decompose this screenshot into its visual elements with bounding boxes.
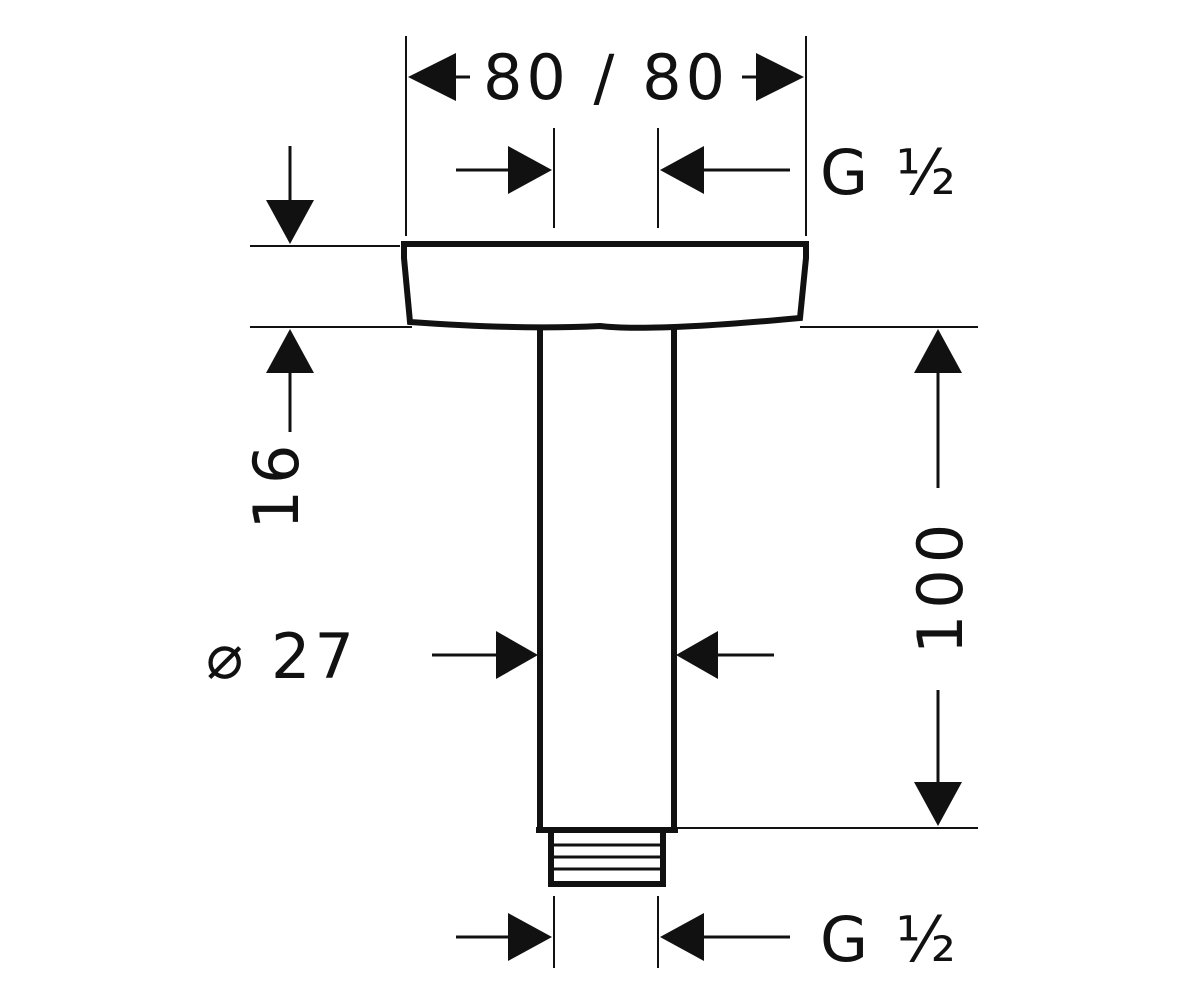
- arrow-right-icon: [496, 631, 538, 679]
- dimension-label-bottom-thread: G ½: [820, 903, 960, 976]
- dimension-label-pipe-length: 100: [904, 518, 977, 654]
- dimension-label-rose-height: 16: [240, 439, 313, 530]
- arrow-right-icon: [508, 913, 552, 961]
- arrow-left-icon: [408, 53, 456, 101]
- dimension-pipe-diameter: ⌀ 27: [206, 620, 774, 693]
- arrow-right-icon: [756, 53, 804, 101]
- arrow-down-icon: [266, 200, 314, 244]
- pipe: [536, 328, 678, 833]
- dimension-label-top-width: 80 / 80: [483, 41, 729, 114]
- arrow-down-icon: [914, 782, 962, 826]
- arrow-up-icon: [914, 329, 962, 373]
- dimension-top-thread: G ½: [456, 136, 960, 209]
- dimension-bottom-thread: G ½: [456, 903, 960, 976]
- dimension-label-top-thread: G ½: [820, 136, 960, 209]
- dimension-rose-height: 16: [240, 146, 314, 529]
- dimension-top-width: 80 / 80: [408, 41, 804, 114]
- arrow-left-icon: [660, 913, 704, 961]
- thread-nipple: [548, 827, 666, 887]
- dimension-pipe-length: 100: [904, 329, 977, 826]
- arrow-up-icon: [266, 329, 314, 373]
- arrow-left-icon: [660, 146, 704, 194]
- arrow-left-icon: [676, 631, 718, 679]
- dimension-label-pipe-diameter: ⌀ 27: [206, 620, 358, 693]
- ceiling-rose: [401, 241, 809, 331]
- arrow-right-icon: [508, 146, 552, 194]
- extension-lines: [250, 36, 978, 968]
